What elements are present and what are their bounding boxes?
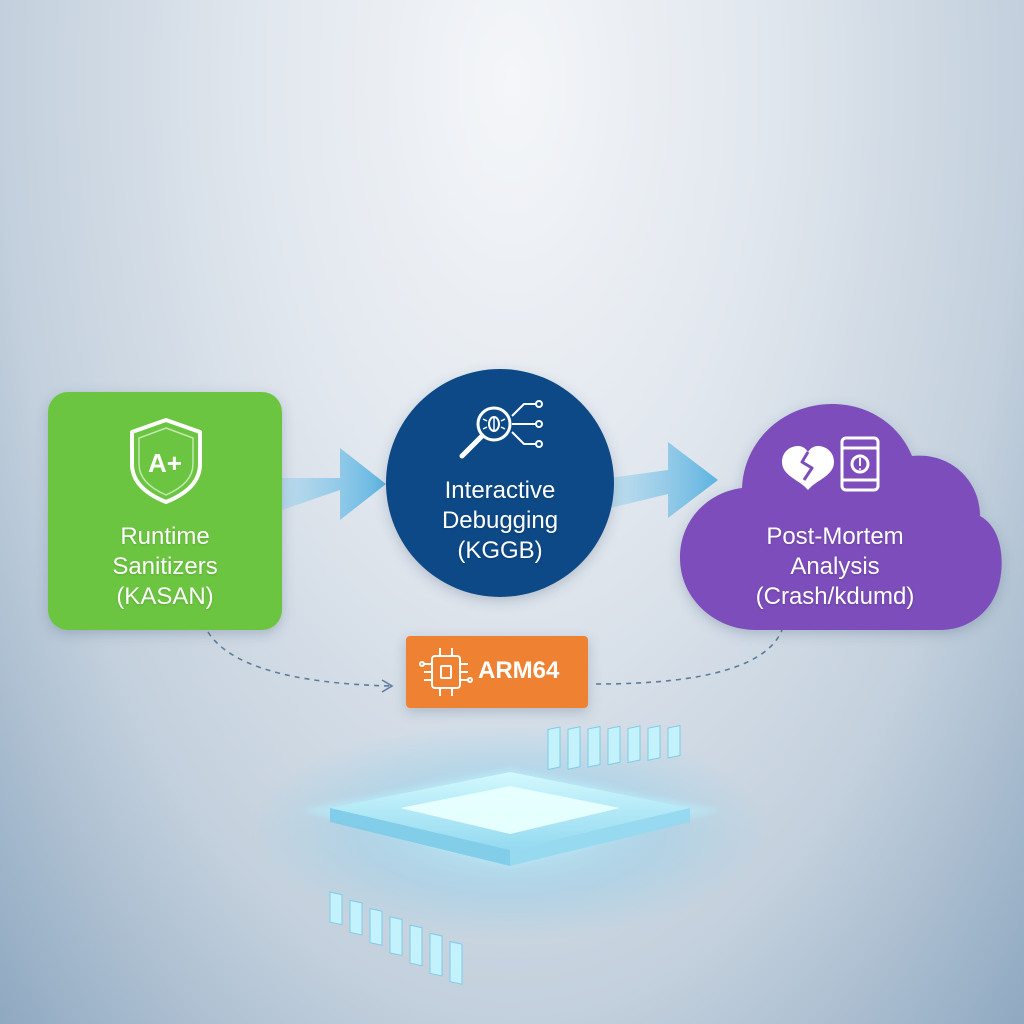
dashed-connector-left	[207, 631, 391, 687]
arrow-interactive-to-postmortem	[610, 442, 718, 518]
chip-icon	[419, 648, 473, 696]
runtime-label-line-2: Sanitizers	[112, 553, 218, 580]
shield-icon: A+	[130, 418, 202, 504]
dashed-connector-left-arrowhead	[381, 679, 394, 693]
arrow-runtime-to-interactive	[282, 448, 386, 520]
interactive-label-line-1: Interactive	[444, 477, 556, 504]
device-dump-icon	[840, 436, 880, 492]
post-mortem-analysis-label: Post-Mortem Analysis (Crash/kdumd)	[700, 522, 970, 612]
broken-heart-icon	[782, 446, 834, 490]
processor-chip-illustration	[250, 720, 770, 985]
arm64-label: ARM64	[478, 657, 560, 684]
dashed-connector-right	[595, 629, 783, 685]
interactive-debugging-label: Interactive Debugging (KGGB)	[386, 476, 614, 566]
interactive-label-line-2: Debugging	[441, 507, 559, 534]
node-post-mortem-analysis	[680, 404, 1002, 630]
runtime-label-line-3: (KASAN)	[116, 583, 214, 610]
runtime-label-line-1: Runtime	[120, 523, 210, 550]
bug-magnifier-icon	[459, 400, 543, 459]
node-interactive-debugging	[386, 369, 614, 597]
postmortem-label-line-3: (Crash/kdumd)	[755, 583, 915, 610]
shield-badge-text: A+	[148, 448, 182, 478]
node-runtime-sanitizers	[48, 392, 282, 630]
postmortem-label-line-1: Post-Mortem	[766, 523, 904, 550]
interactive-label-line-3: (KGGB)	[457, 537, 543, 564]
postmortem-label-line-2: Analysis	[790, 553, 880, 580]
runtime-sanitizers-label: Runtime Sanitizers (KASAN)	[48, 522, 282, 612]
